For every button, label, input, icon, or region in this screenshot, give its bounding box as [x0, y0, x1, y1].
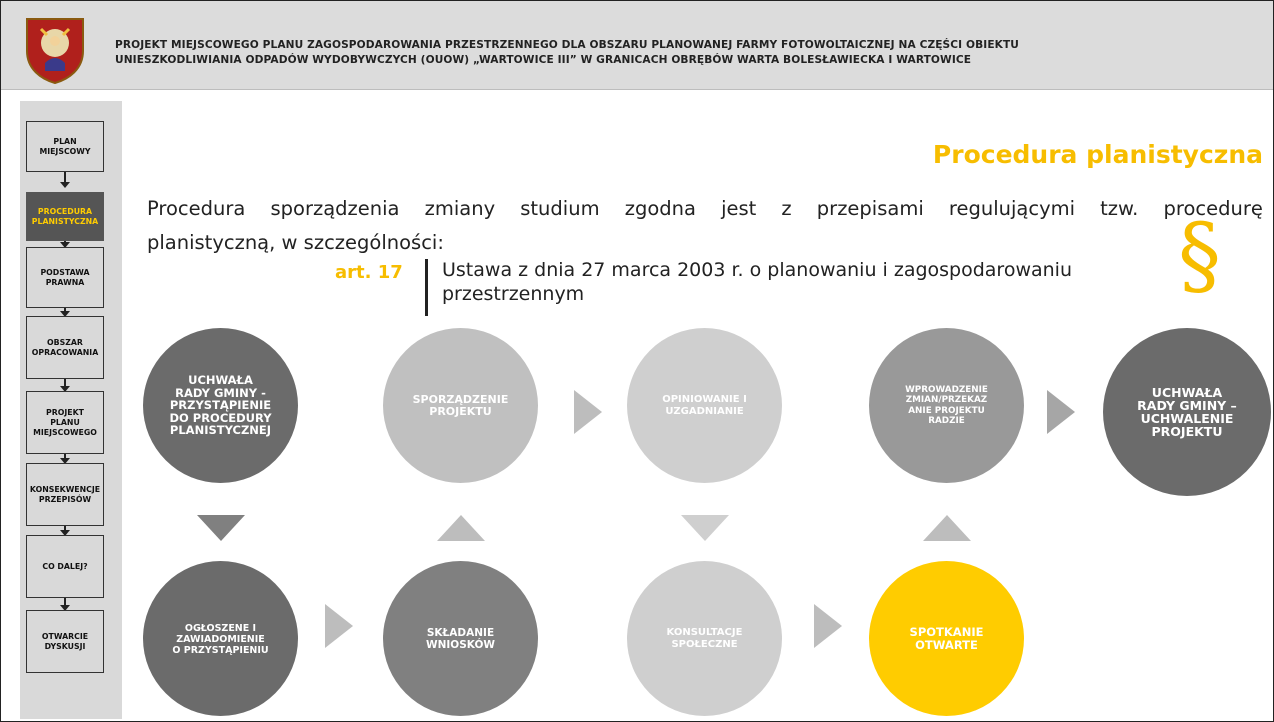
sidebar-item-otwarcie-dyskusji[interactable]: OTWARCIE DYSKUSJI — [26, 610, 104, 673]
intro-line-2: planistyczną, w szczególności: — [147, 231, 444, 254]
sidebar-item-konsekwencje-przepisow[interactable]: KONSEKWENCJE PRZEPISÓW — [26, 463, 104, 526]
process-step-skladanie-wnioskow: SKŁADANIE WNIOSKÓW — [383, 561, 538, 716]
arrow-up-icon — [437, 515, 485, 541]
document-title-line1: PROJEKT MIEJSCOWEGO PLANU ZAGOSPODAROWAN… — [115, 39, 1019, 51]
arrow-down-icon — [197, 515, 245, 541]
section-sign-icon: § — [1178, 206, 1221, 306]
municipal-crest-icon — [26, 18, 84, 85]
arrow-down-icon — [60, 598, 70, 611]
article-label: art. 17 — [335, 262, 403, 283]
sidebar-item-obszar-opracowania[interactable]: OBSZAR OPRACOWANIA — [26, 316, 104, 379]
sidebar-item-procedura-planistyczna[interactable]: PROCEDURA PLANISTYCZNA — [26, 192, 104, 241]
article-text: Ustawa z dnia 27 marca 2003 r. o planowa… — [442, 259, 1072, 305]
sidebar-item-plan-miejscowy[interactable]: PLAN MIEJSCOWY — [26, 121, 104, 172]
arrow-up-icon — [923, 515, 971, 541]
arrow-down-icon — [60, 454, 70, 464]
intro-word: procedurę — [1163, 197, 1263, 220]
intro-word: regulującymi — [948, 197, 1076, 220]
sidebar-item-podstawa-prawna[interactable]: PODSTAWA PRAWNA — [26, 247, 104, 308]
arrow-down-icon — [681, 515, 729, 541]
arrow-right-icon — [1047, 390, 1075, 434]
process-step-wprowadzenie-zmian: WPROWADZENIE ZMIAN/PRZEKAZ ANIE PROJEKTU… — [869, 328, 1024, 483]
process-step-opiniowanie-uzgadnianie: OPINIOWANIE I UZGADNIANIE — [627, 328, 782, 483]
intro-line-1: Procedura sporządzenia zmiany studium zg… — [147, 192, 1263, 226]
sidebar-navigation: PLAN MIEJSCOWY PROCEDURA PLANISTYCZNA PO… — [20, 101, 122, 719]
arrow-right-icon — [325, 604, 353, 648]
intro-paragraph: Procedura sporządzenia zmiany studium zg… — [147, 192, 1263, 260]
arrow-right-icon — [814, 604, 842, 648]
process-step-uchwalenie-projektu: UCHWAŁA RADY GMINY – UCHWALENIE PROJEKTU — [1103, 328, 1271, 496]
header-bar: PROJEKT MIEJSCOWEGO PLANU ZAGOSPODAROWAN… — [1, 1, 1273, 90]
article-divider — [425, 259, 428, 316]
page-title: Procedura planistyczna — [932, 140, 1263, 169]
process-step-sporzadzenie-projektu: SPORZĄDZENIE PROJEKTU — [383, 328, 538, 483]
intro-word: z — [781, 197, 792, 220]
process-step-spotkanie-otwarte: SPOTKANIE OTWARTE — [869, 561, 1024, 716]
intro-word: zgodna — [624, 197, 696, 220]
intro-word: zmiany — [424, 197, 496, 220]
intro-word: jest — [721, 197, 757, 220]
arrow-down-icon — [60, 172, 70, 188]
sidebar-item-projekt-planu-miejscowego[interactable]: PROJEKT PLANU MIEJSCOWEGO — [26, 391, 104, 454]
intro-word: przepisami — [816, 197, 924, 220]
process-step-konsultacje-spoleczne: KONSULTACJE SPOŁECZNE — [627, 561, 782, 716]
process-step-uchwala-przystapienie: UCHWAŁA RADY GMINY - PRZYSTĄPIENIE DO PR… — [143, 328, 298, 483]
arrow-down-icon — [60, 308, 70, 317]
arrow-down-icon — [60, 379, 70, 392]
document-title: PROJEKT MIEJSCOWEGO PLANU ZAGOSPODAROWAN… — [115, 38, 1265, 68]
intro-word: studium — [520, 197, 600, 220]
intro-word: sporządzenia — [270, 197, 400, 220]
intro-word: Procedura — [147, 197, 246, 220]
intro-word: tzw. — [1100, 197, 1139, 220]
arrow-down-icon — [60, 526, 70, 536]
sidebar-item-co-dalej[interactable]: CO DALEJ? — [26, 535, 104, 598]
document-title-line2: UNIESZKODLIWIANIA ODPADÓW WYDOBYWCZYCH (… — [115, 54, 972, 66]
arrow-right-icon — [574, 390, 602, 434]
process-step-ogloszenie: OGŁOSZENE I ZAWIADOMIENIE O PRZYSTĄPIENI… — [143, 561, 298, 716]
arrow-down-icon — [60, 241, 70, 248]
